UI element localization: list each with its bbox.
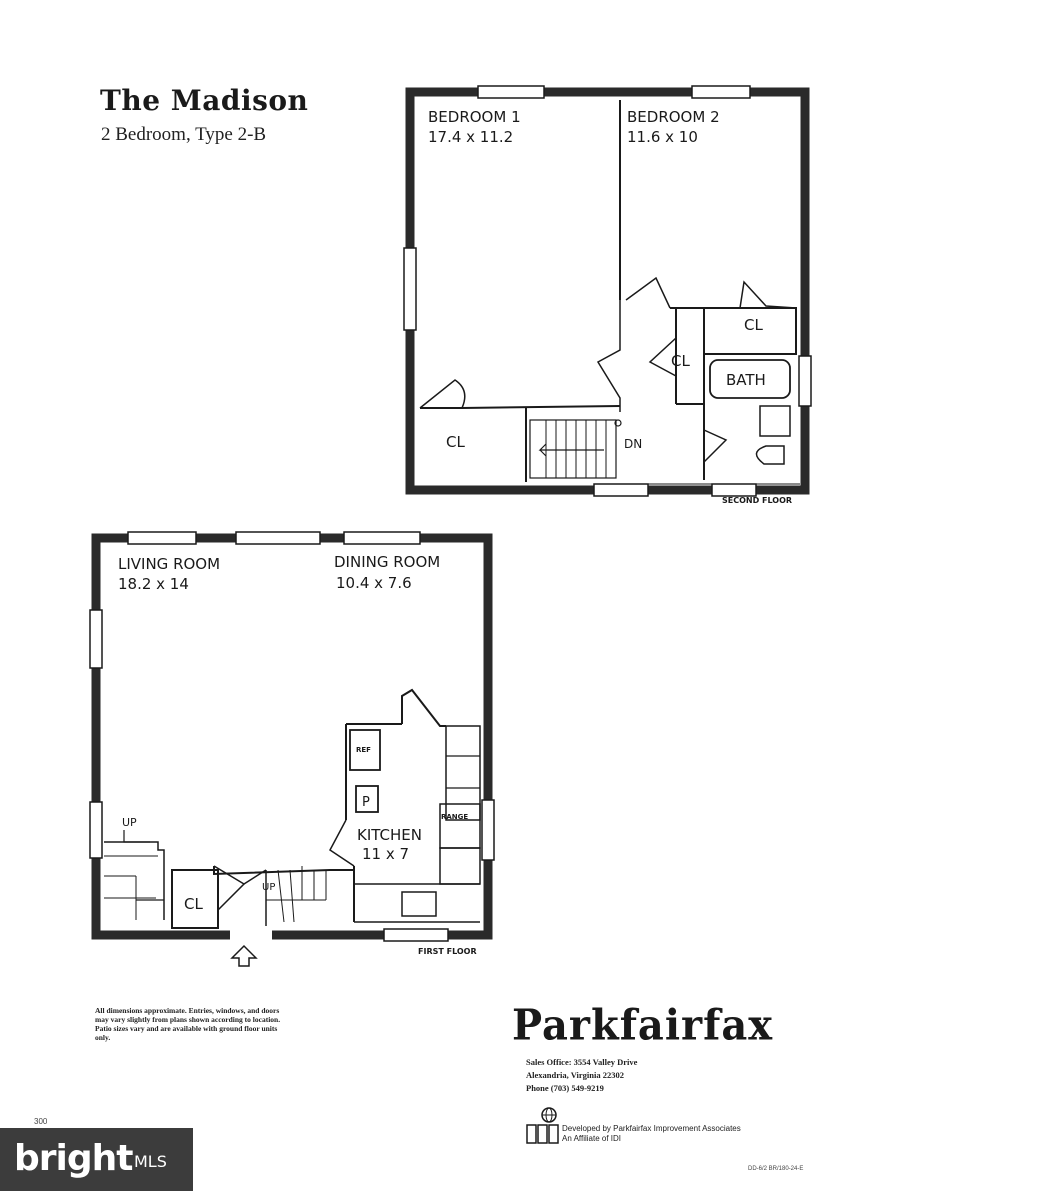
- watermark-suffix: MLS: [134, 1152, 167, 1171]
- window: [403, 247, 417, 331]
- plan-title: The Madison: [100, 84, 309, 117]
- developer-credit: Developed by Parkfairfax Improvement Ass…: [562, 1124, 741, 1144]
- window: [593, 483, 649, 497]
- room-label-bedroom-2: BEDROOM 2: [627, 108, 720, 126]
- second-floor-label: SECOND FLOOR: [722, 496, 792, 505]
- floor-plan-drawing: BEDROOM 1 17.4 x 11.2 BEDROOM 2 11.6 x 1…: [89, 85, 812, 967]
- room-dims-bedroom-1: 17.4 x 11.2: [428, 128, 513, 146]
- window: [89, 609, 103, 669]
- first-floor-plan: [89, 531, 495, 967]
- ref-label: REF: [356, 746, 371, 754]
- developer-line-2: An Affiliate of IDI: [562, 1134, 621, 1143]
- room-label-dining-room: DINING ROOM: [334, 553, 440, 571]
- window: [481, 799, 495, 861]
- window: [691, 85, 751, 99]
- room-dims-dining-room: 10.4 x 7.6: [336, 574, 412, 592]
- first-floor-label: FIRST FLOOR: [418, 947, 477, 956]
- closet-label: CL: [446, 433, 465, 451]
- closet-label: CL: [744, 316, 763, 334]
- globe-icon: [541, 1107, 557, 1123]
- disclaimer-note: All dimensions approximate. Entries, win…: [95, 1006, 281, 1042]
- closet-label: CL: [184, 895, 203, 913]
- window: [477, 85, 545, 99]
- window: [235, 531, 321, 545]
- brand-logo-text: Parkfairfax: [512, 1000, 774, 1051]
- room-label-bedroom-1: BEDROOM 1: [428, 108, 521, 126]
- room-dims-bedroom-2: 11.6 x 10: [627, 128, 698, 146]
- stairs-down-label: DN: [624, 437, 642, 451]
- developer-line-1: Developed by Parkfairfax Improvement Ass…: [562, 1124, 741, 1133]
- second-floor-outer-wall: [405, 87, 810, 495]
- plan-subtitle: 2 Bedroom, Type 2-B: [101, 124, 267, 145]
- city-line: Alexandria, Virginia 22302: [526, 1070, 624, 1080]
- stairs-up-label: UP: [122, 816, 137, 829]
- room-label-living-room: LIVING ROOM: [118, 555, 220, 573]
- watermark-logo: [0, 1128, 193, 1191]
- second-floor-plan: [403, 85, 812, 497]
- contact-block: Sales Office: 3554 Valley Drive Alexandr…: [526, 1056, 637, 1095]
- window: [127, 531, 197, 545]
- stairs-up-label: UP: [262, 882, 275, 893]
- window: [89, 801, 103, 859]
- page-number: 300: [34, 1117, 48, 1126]
- pantry-label: P: [362, 795, 370, 810]
- window: [383, 928, 449, 942]
- entry-arrow-icon: [230, 944, 258, 967]
- document-code: DD-6/2 BR/180-24-E: [748, 1166, 804, 1172]
- range-label: RANGE: [441, 813, 468, 821]
- room-dims-kitchen: 11 x 7: [362, 845, 409, 863]
- closet-label: CL: [671, 352, 690, 370]
- window: [711, 483, 757, 497]
- window: [798, 355, 812, 407]
- watermark-brand: bright: [14, 1138, 133, 1179]
- room-label-kitchen: KITCHEN: [357, 826, 422, 844]
- room-dims-living-room: 18.2 x 14: [118, 575, 189, 593]
- phone-line: Phone (703) 549-9219: [526, 1083, 604, 1093]
- bath-label: BATH: [726, 371, 766, 389]
- window: [343, 531, 421, 545]
- sales-office: Sales Office: 3554 Valley Drive: [526, 1057, 638, 1067]
- developer-logo-icon: [526, 1124, 559, 1144]
